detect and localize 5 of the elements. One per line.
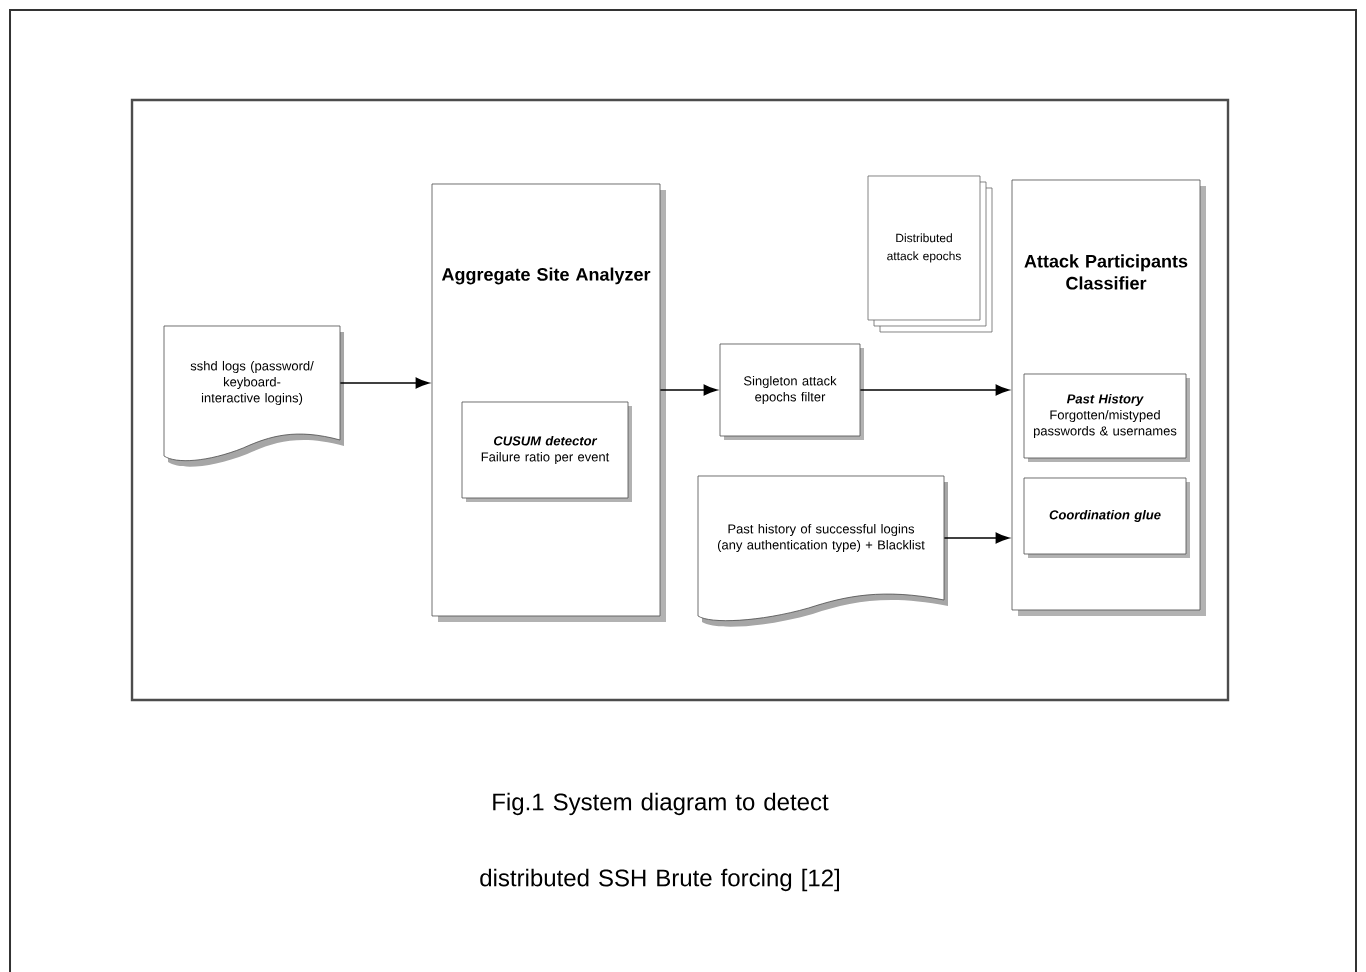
arrow xyxy=(943,532,1010,544)
arrow xyxy=(339,377,430,389)
arrow xyxy=(859,384,1010,396)
arrow xyxy=(659,384,718,396)
caption: Fig.1 System diagram to detect distributed SSH Brute forcing [12] xyxy=(480,792,839,892)
